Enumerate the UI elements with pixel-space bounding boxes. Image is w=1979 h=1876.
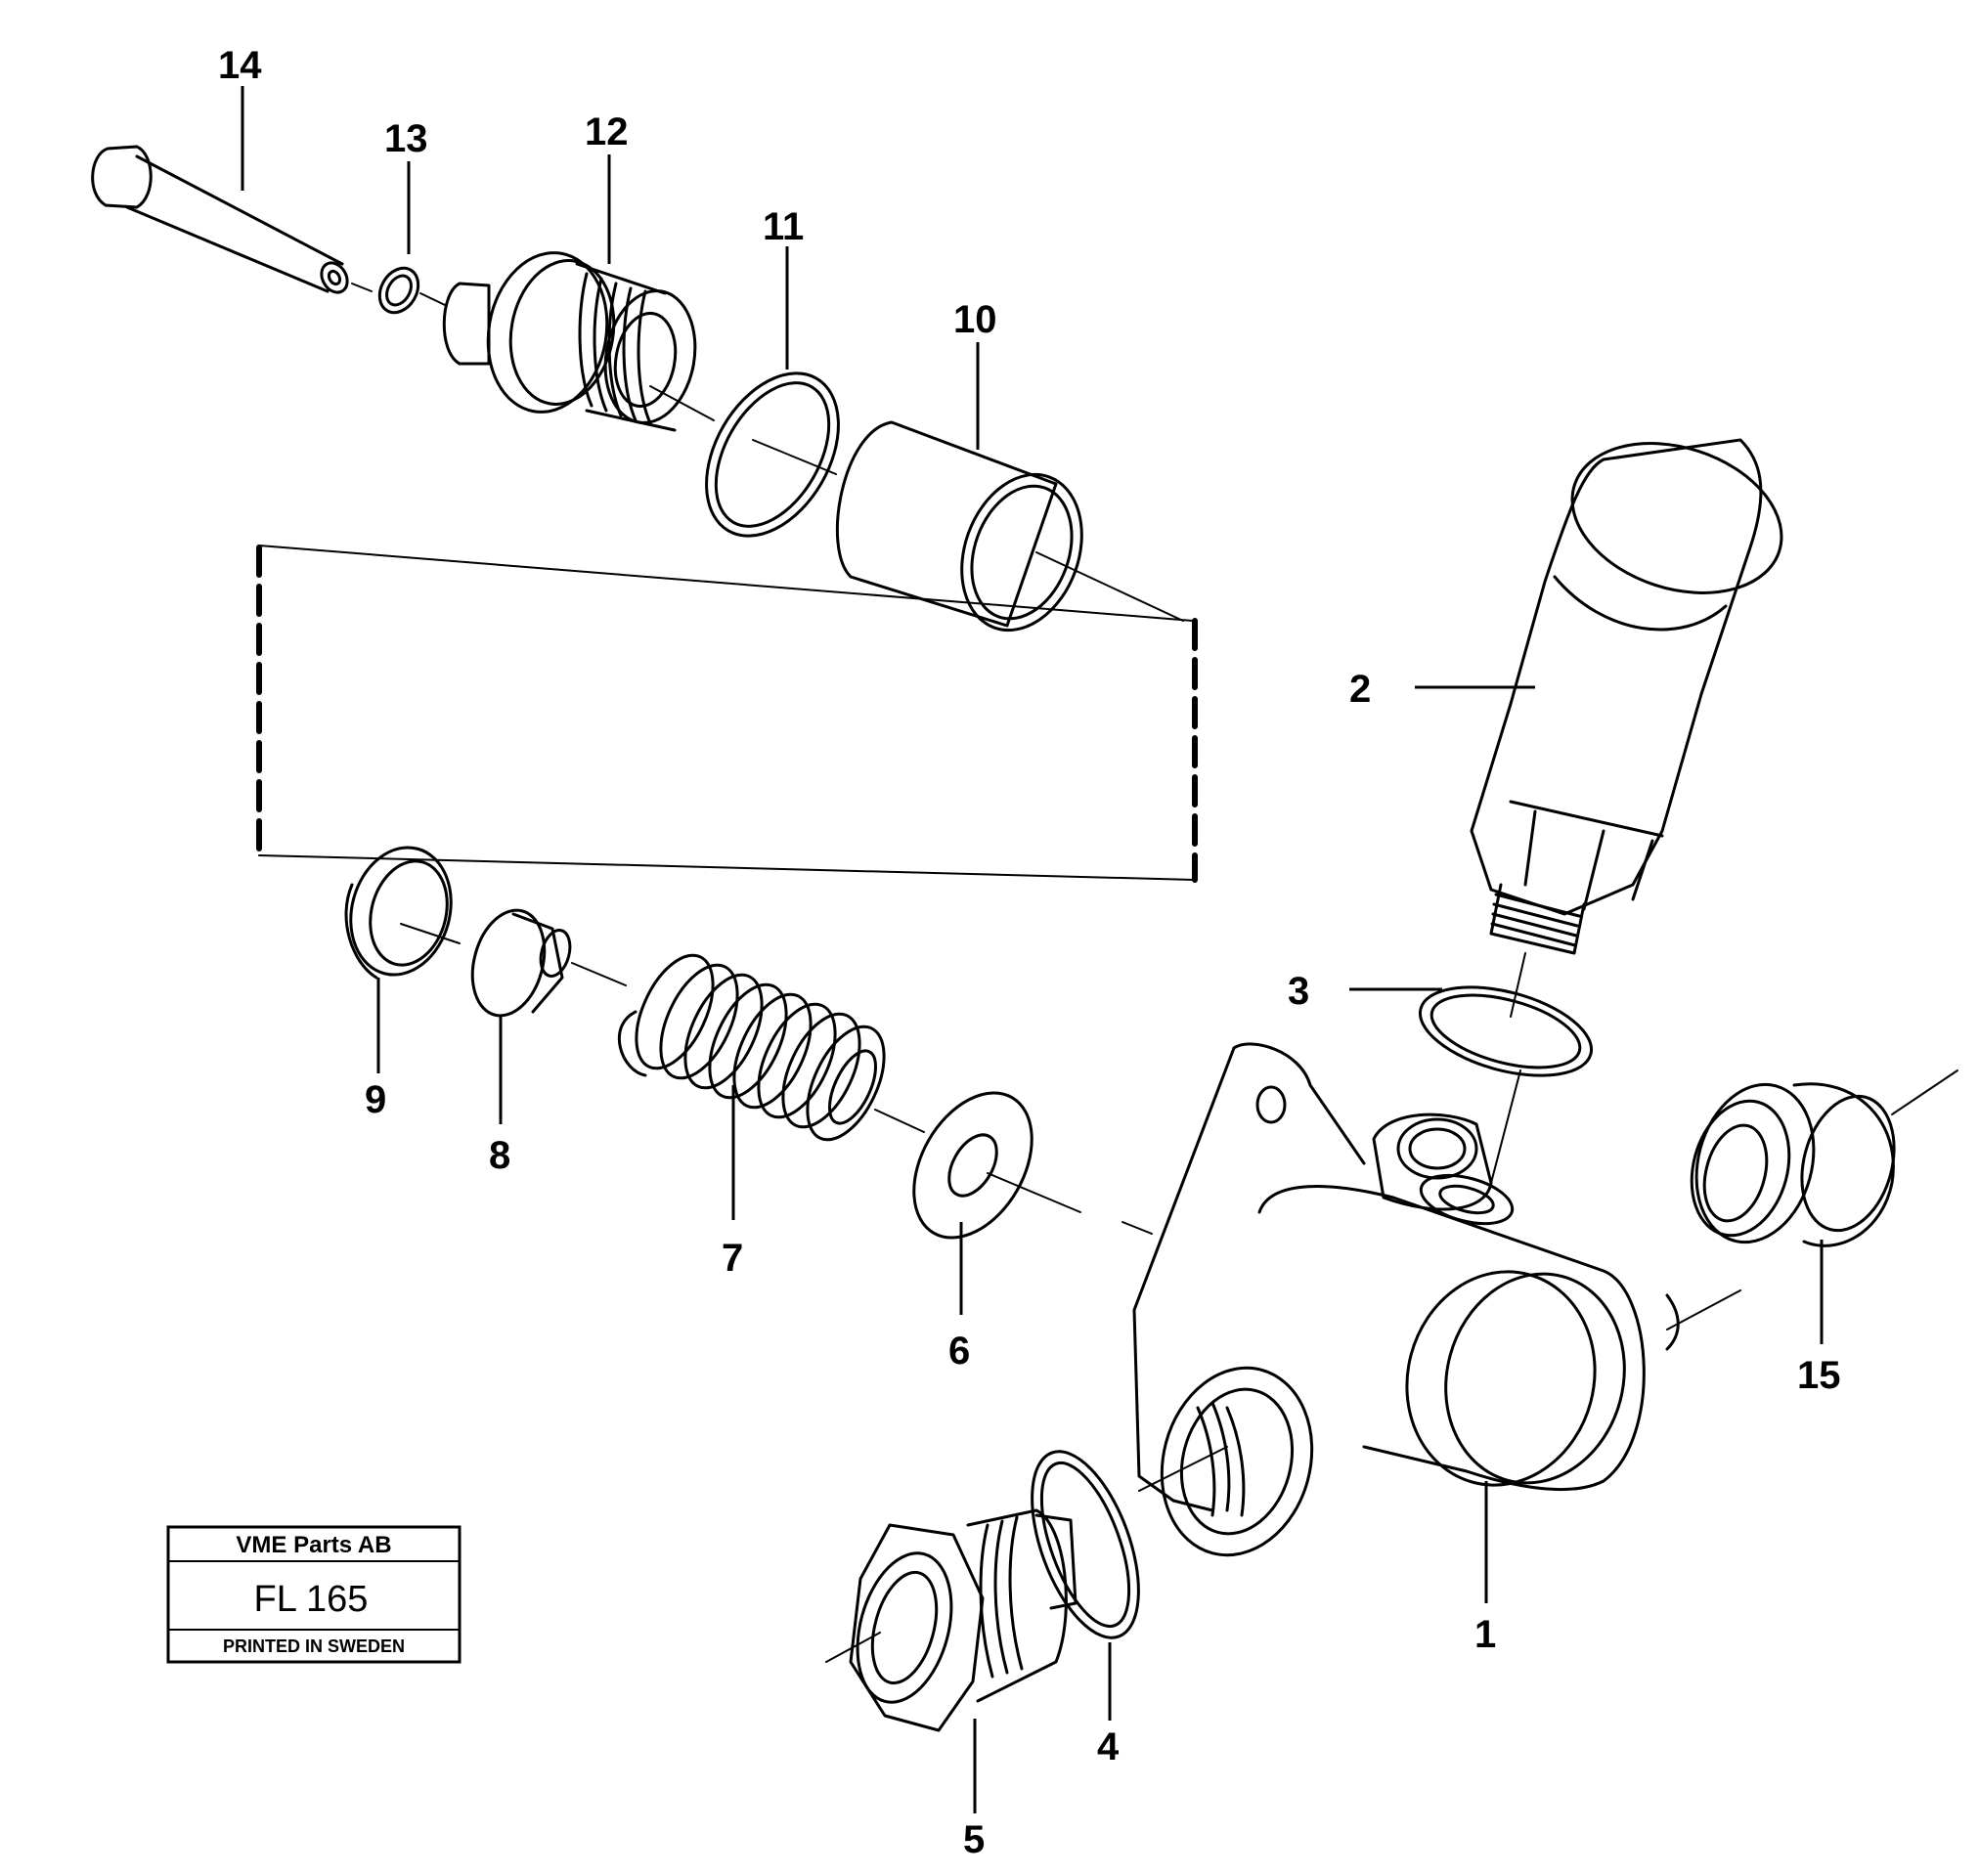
part-11-o-ring [705, 371, 840, 538]
callout-15: 15 [1797, 1354, 1841, 1397]
title-block-code: FL 165 [254, 1579, 369, 1620]
part-2-filter-cartridge [1470, 438, 1783, 955]
part-5-hex-connector [825, 1508, 1077, 1732]
part-3-o-ring [1418, 952, 1594, 1077]
leader-lines [241, 86, 1824, 1813]
title-block-company: VME Parts AB [236, 1532, 391, 1558]
part-13-small-o-ring [377, 266, 446, 315]
part-10-sleeve [835, 420, 1184, 633]
callout-14: 14 [218, 44, 262, 87]
callout-10: 10 [953, 298, 997, 341]
callout-5: 5 [963, 1818, 985, 1861]
callout-2: 2 [1349, 668, 1371, 711]
part-4-o-ring [1031, 1450, 1140, 1639]
part-1-pump-housing [1121, 1042, 1741, 1557]
callout-1: 1 [1474, 1613, 1496, 1656]
assembly-bracket [256, 545, 1198, 883]
part-6-washer [912, 1091, 1081, 1240]
callout-7: 7 [722, 1237, 743, 1280]
part-14-pin [91, 145, 373, 294]
callout-3: 3 [1288, 970, 1309, 1013]
title-block: VME Parts AB FL 165 PRINTED IN SWEDEN [166, 1525, 462, 1664]
callout-4: 4 [1097, 1725, 1120, 1768]
callout-labels: 14 13 12 11 10 2 3 9 8 7 6 15 1 4 5 [218, 44, 1841, 1861]
callout-13: 13 [384, 117, 428, 160]
part-15-threaded-plug [1690, 1069, 1958, 1247]
part-8-valve-poppet [470, 908, 627, 1018]
callout-8: 8 [489, 1134, 510, 1177]
callout-12: 12 [585, 110, 629, 153]
title-block-footer: PRINTED IN SWEDEN [223, 1636, 405, 1656]
part-12-threaded-plug [442, 251, 715, 432]
callout-9: 9 [365, 1078, 386, 1121]
part-9-cup-seal [344, 846, 461, 980]
callout-11: 11 [763, 205, 804, 248]
callout-6: 6 [948, 1330, 970, 1373]
part-7-spring [617, 953, 925, 1142]
